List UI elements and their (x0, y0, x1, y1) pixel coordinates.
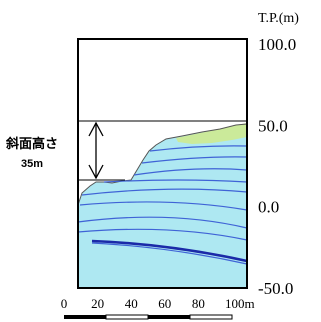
stratum-line (77, 216, 248, 229)
stratum-line (103, 179, 248, 183)
slope-height-label: 斜面高さ (5, 136, 58, 151)
surface-soil-layer (176, 123, 247, 144)
ground-body (78, 124, 247, 288)
distance-tick-label: 20 (91, 296, 104, 311)
elevation-tick-label: 0.0 (258, 198, 279, 217)
slope-height-arrow (88, 121, 104, 180)
ground-surface-line (77, 123, 248, 206)
deep-stratum-band (91, 239, 248, 263)
distance-tick-label: 60 (158, 296, 171, 311)
elevation-tick-label: 100.0 (258, 35, 296, 54)
elevation-unit-label: T.P.(m) (258, 11, 299, 26)
plot-frame (77, 38, 248, 289)
stratum-line (79, 201, 248, 211)
scale-bar (64, 314, 233, 320)
elevation-tick-label: -50.0 (258, 279, 293, 298)
stratum-line (81, 188, 248, 196)
slope-height-value: 35m (21, 158, 43, 170)
distance-tick-label: 100m (225, 296, 255, 311)
distance-tick-label: 0 (61, 296, 68, 311)
stratum-line (133, 168, 248, 176)
deep-stratum-band-lower (91, 242, 248, 265)
distance-tick-label: 40 (125, 296, 138, 311)
elevation-tick-label: 50.0 (258, 116, 288, 135)
stratum-line (149, 145, 248, 152)
distance-tick-label: 80 (192, 296, 205, 311)
strata-lines (77, 145, 248, 241)
elevation-tick-labels: 100.0 50.0 0.0 -50.0 (258, 35, 296, 298)
distance-tick-labels: 0 20 40 60 80 100m (61, 296, 255, 311)
stratum-line (77, 228, 248, 241)
stratum-line (141, 156, 248, 164)
